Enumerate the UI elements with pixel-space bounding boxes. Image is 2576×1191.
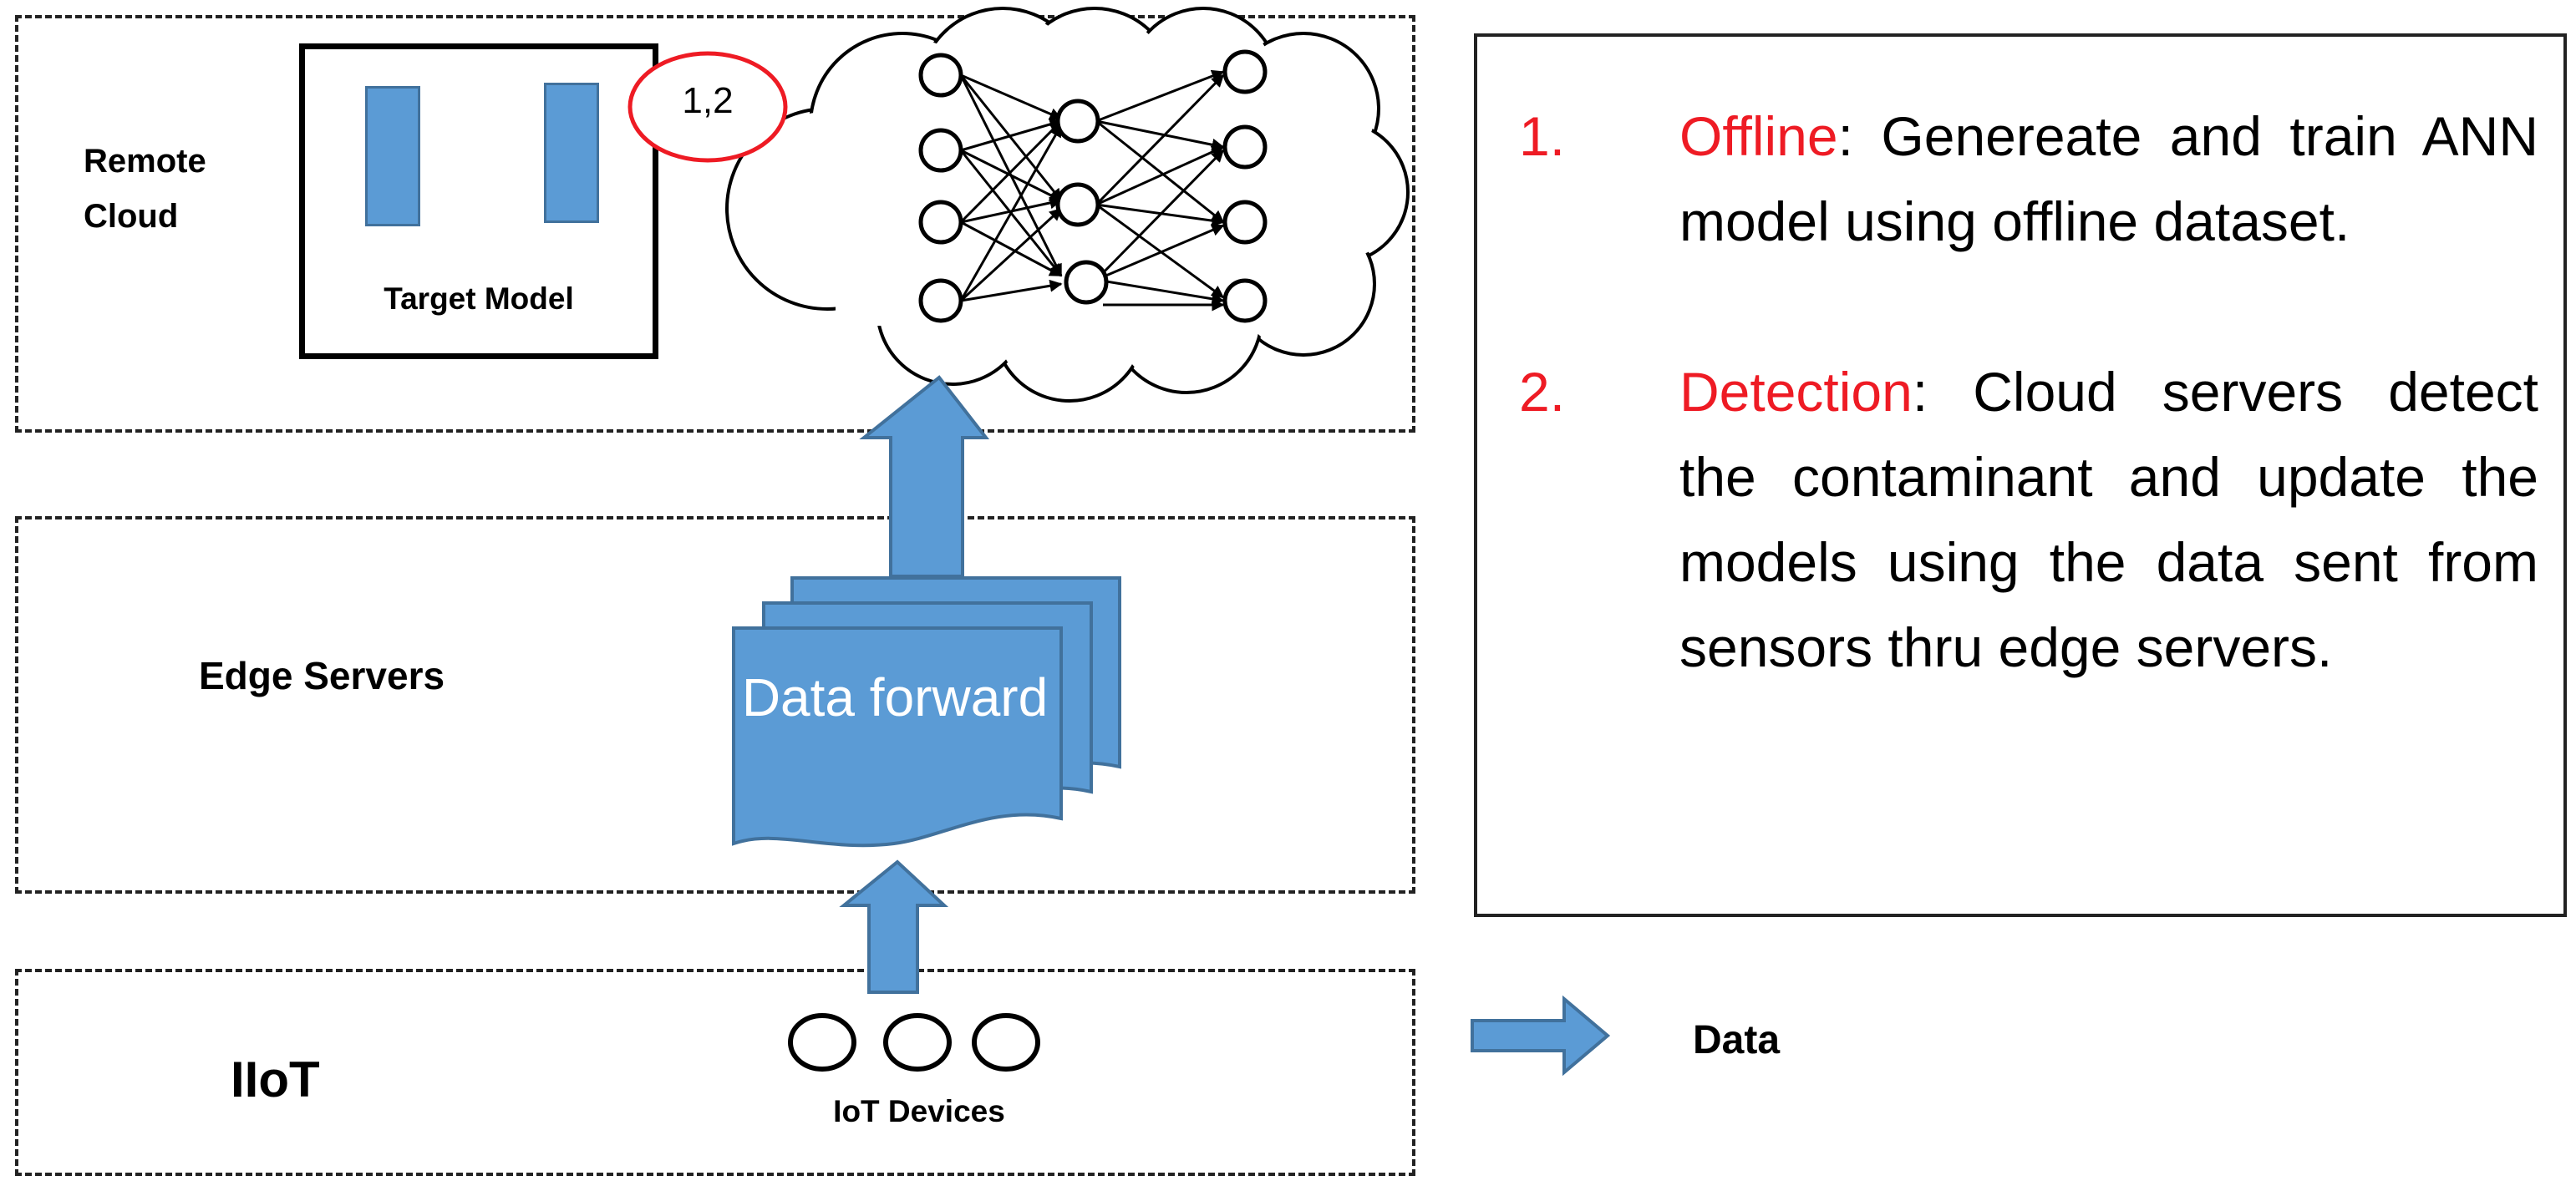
model-bar-left bbox=[365, 86, 420, 226]
upload-arrow-edge bbox=[839, 859, 949, 994]
neural-nodes bbox=[918, 49, 1268, 323]
target-model-box: Target Model bbox=[299, 43, 658, 359]
step-number: 1. bbox=[1519, 105, 1566, 167]
step-item: 2. Detection: Cloud servers detect the c… bbox=[1519, 349, 2538, 690]
remote-cloud-layer bbox=[15, 15, 1415, 433]
step-text: : Genereate and train ANN model using of… bbox=[1679, 105, 2538, 252]
step-number: 2. bbox=[1519, 361, 1566, 423]
arrow-right-icon bbox=[1471, 995, 1611, 1077]
iot-devices-label: IoT Devices bbox=[833, 1094, 1005, 1128]
data-forward-label: Data forward bbox=[741, 667, 1049, 727]
step-item: 1. Offline: Genereate and train ANN mode… bbox=[1519, 94, 2538, 264]
steps-panel: 1. Offline: Genereate and train ANN mode… bbox=[1474, 33, 2567, 917]
remote-cloud-label: Remote Cloud bbox=[84, 143, 206, 235]
step-keyword: Detection bbox=[1679, 361, 1913, 423]
step-badge bbox=[627, 51, 788, 163]
data-forward-stack bbox=[732, 576, 1121, 848]
target-model-label: Target Model bbox=[384, 281, 574, 316]
iiot-layer bbox=[15, 969, 1415, 1176]
edge-servers-layer bbox=[15, 516, 1415, 894]
iot-devices bbox=[788, 1013, 1040, 1072]
step-keyword: Offline bbox=[1679, 105, 1838, 167]
neural-network bbox=[959, 69, 1225, 312]
model-bar-right bbox=[544, 83, 599, 223]
edge-servers-label: Edge Servers bbox=[199, 654, 445, 697]
step-badge-label: 1,2 bbox=[682, 80, 734, 121]
legend-data-label: Data bbox=[1693, 1018, 1781, 1062]
upload-arrow-cloud bbox=[859, 375, 990, 578]
step-text: : Cloud servers detect the contaminant a… bbox=[1679, 361, 2538, 678]
iiot-label: IIoT bbox=[231, 1052, 320, 1107]
